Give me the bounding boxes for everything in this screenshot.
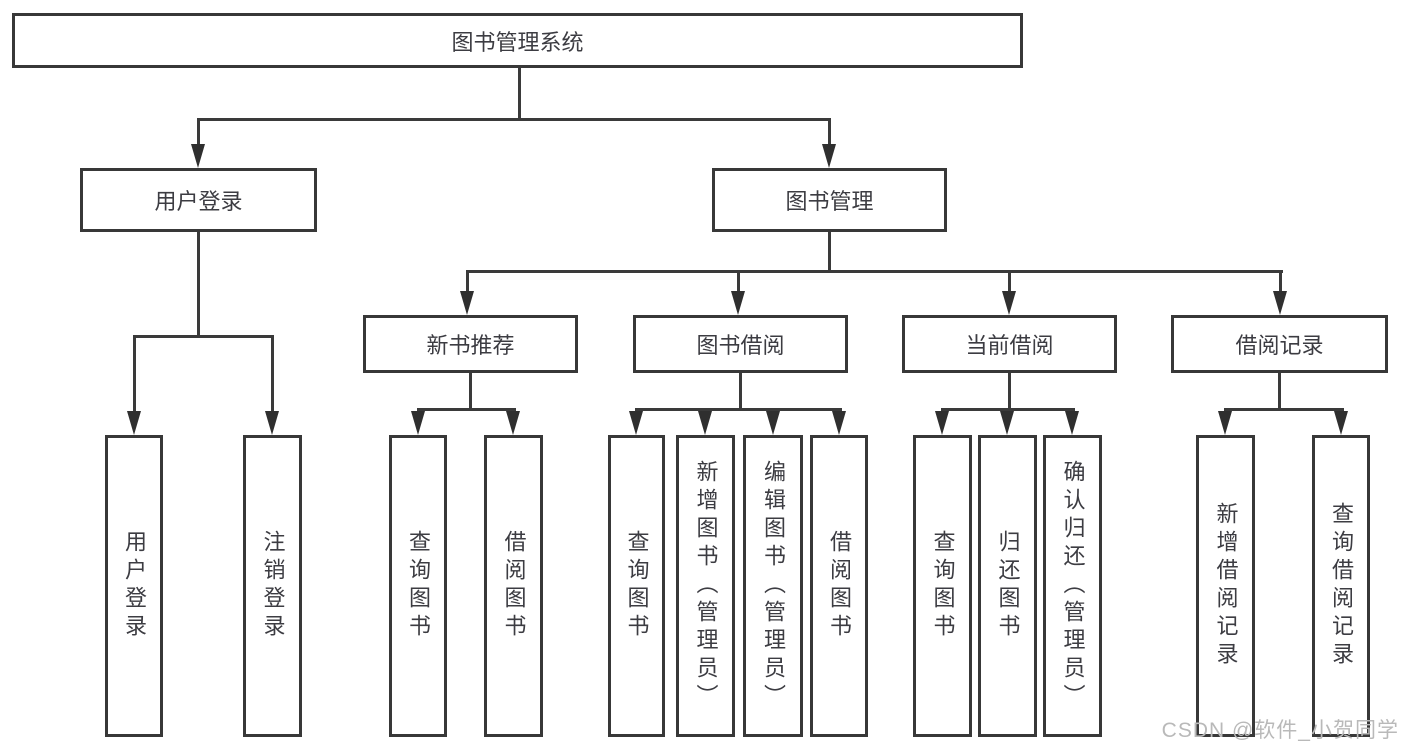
node-borrowing-records: 借阅记录 bbox=[1171, 315, 1388, 373]
node-current-borrowing: 当前借阅 bbox=[902, 315, 1117, 373]
csdn-watermark: CSDN @软件_小贺同学 bbox=[1161, 719, 1399, 742]
arrow-to-user-login bbox=[191, 144, 205, 168]
arrow-to-login bbox=[127, 411, 141, 435]
node-new-book-recommend: 新书推荐 bbox=[363, 315, 578, 373]
arrow-to-confirm-return-d3 bbox=[1065, 411, 1079, 435]
connector-drop-borrowing-records bbox=[1279, 270, 1282, 293]
connector-borrowing-records-rail bbox=[1224, 408, 1344, 411]
node-add-book-admin: 新增图书（管理员） bbox=[676, 435, 735, 737]
node-label: 注销登录 bbox=[260, 530, 286, 642]
arrow-to-book-management bbox=[822, 144, 836, 168]
node-user-login: 用户登录 bbox=[80, 168, 317, 232]
node-query-borrow-record: 查询借阅记录 bbox=[1312, 435, 1370, 737]
arrow-to-current-borrowing bbox=[1002, 291, 1016, 315]
node-label: 用户登录 bbox=[122, 530, 147, 642]
node-label: 当前借阅 bbox=[965, 333, 1054, 358]
connector-drop-user-login bbox=[197, 118, 200, 148]
connector-drop-book-management bbox=[828, 118, 831, 148]
node-login: 用户登录 bbox=[105, 435, 163, 737]
node-label: 归还图书 bbox=[995, 530, 1021, 642]
node-borrow-books-recommend: 借阅图书 bbox=[484, 435, 543, 737]
connector-current-borrowing-rail bbox=[941, 408, 1075, 411]
node-borrow-books: 借阅图书 bbox=[810, 435, 868, 737]
node-query-books-recommend: 查询图书 bbox=[389, 435, 447, 737]
node-label: 查询图书 bbox=[406, 530, 431, 642]
arrow-to-borrowing-records bbox=[1273, 291, 1287, 315]
connector-current-borrowing-stub bbox=[1008, 373, 1011, 410]
node-edit-book-admin: 编辑图书（管理员） bbox=[743, 435, 803, 737]
node-label: 借阅记录 bbox=[1235, 333, 1324, 358]
node-label: 编辑图书（管理员） bbox=[761, 460, 786, 712]
arrow-to-book-borrowing bbox=[731, 291, 745, 315]
connector-user-login-rail bbox=[133, 335, 274, 338]
node-label: 查询图书 bbox=[930, 530, 956, 642]
arrow-to-add-record-e1 bbox=[1218, 411, 1232, 435]
node-confirm-return-admin: 确认归还（管理员） bbox=[1043, 435, 1102, 737]
node-label: 借阅图书 bbox=[827, 530, 852, 642]
node-label: 新书推荐 bbox=[426, 333, 515, 358]
node-label: 图书借阅 bbox=[696, 333, 785, 358]
arrow-to-query-books-d1 bbox=[935, 411, 949, 435]
arrow-to-add-book-c2 bbox=[698, 411, 712, 435]
connector-drop-login bbox=[133, 335, 136, 413]
node-logout: 注销登录 bbox=[243, 435, 302, 737]
node-label: 新增图书（管理员） bbox=[693, 460, 719, 712]
arrow-to-query-books-c1 bbox=[629, 411, 643, 435]
connector-drop-current-borrowing bbox=[1008, 270, 1011, 293]
arrow-to-query-record-e2 bbox=[1334, 411, 1348, 435]
connector-drop-new-book bbox=[466, 270, 469, 293]
node-add-borrow-record: 新增借阅记录 bbox=[1196, 435, 1255, 737]
node-book-borrowing: 图书借阅 bbox=[633, 315, 848, 373]
connector-drop-logout bbox=[271, 335, 274, 413]
node-return-book: 归还图书 bbox=[978, 435, 1037, 737]
node-label: 图书管理 bbox=[785, 189, 874, 214]
connector-book-borrowing-stub bbox=[739, 373, 742, 410]
arrow-to-edit-book-c3 bbox=[766, 411, 780, 435]
arrow-to-logout bbox=[265, 411, 279, 435]
node-query-books-current: 查询图书 bbox=[913, 435, 972, 737]
node-label: 新增借阅记录 bbox=[1213, 502, 1239, 670]
node-label: 查询借阅记录 bbox=[1329, 502, 1354, 670]
connector-level2-rail bbox=[197, 118, 831, 121]
connector-borrowing-records-stub bbox=[1278, 373, 1281, 410]
connector-book-borrowing-rail bbox=[635, 408, 842, 411]
connector-root-stub bbox=[518, 68, 521, 118]
connector-book-management-stub bbox=[828, 232, 831, 272]
connector-drop-book-borrowing bbox=[737, 270, 740, 293]
arrow-to-new-book-recommend bbox=[460, 291, 474, 315]
node-label: 图书管理系统 bbox=[451, 29, 584, 55]
arrow-to-borrow-books-b2 bbox=[506, 411, 520, 435]
arrow-to-borrow-books-c4 bbox=[832, 411, 846, 435]
node-library-management-system: 图书管理系统 bbox=[12, 13, 1023, 68]
node-label: 查询图书 bbox=[624, 530, 650, 642]
node-label: 确认归还（管理员） bbox=[1060, 460, 1086, 712]
node-book-management: 图书管理 bbox=[712, 168, 947, 232]
node-label: 借阅图书 bbox=[501, 530, 527, 642]
arrow-to-query-books-b1 bbox=[411, 411, 425, 435]
node-label: 用户登录 bbox=[154, 189, 243, 214]
connector-level3-rail bbox=[466, 270, 1283, 273]
arrow-to-return-book-d2 bbox=[1000, 411, 1014, 435]
connector-new-book-stub bbox=[469, 373, 472, 410]
connector-user-login-stub bbox=[197, 232, 200, 335]
connector-new-book-rail bbox=[417, 408, 516, 411]
node-query-books-borrowing: 查询图书 bbox=[608, 435, 665, 737]
